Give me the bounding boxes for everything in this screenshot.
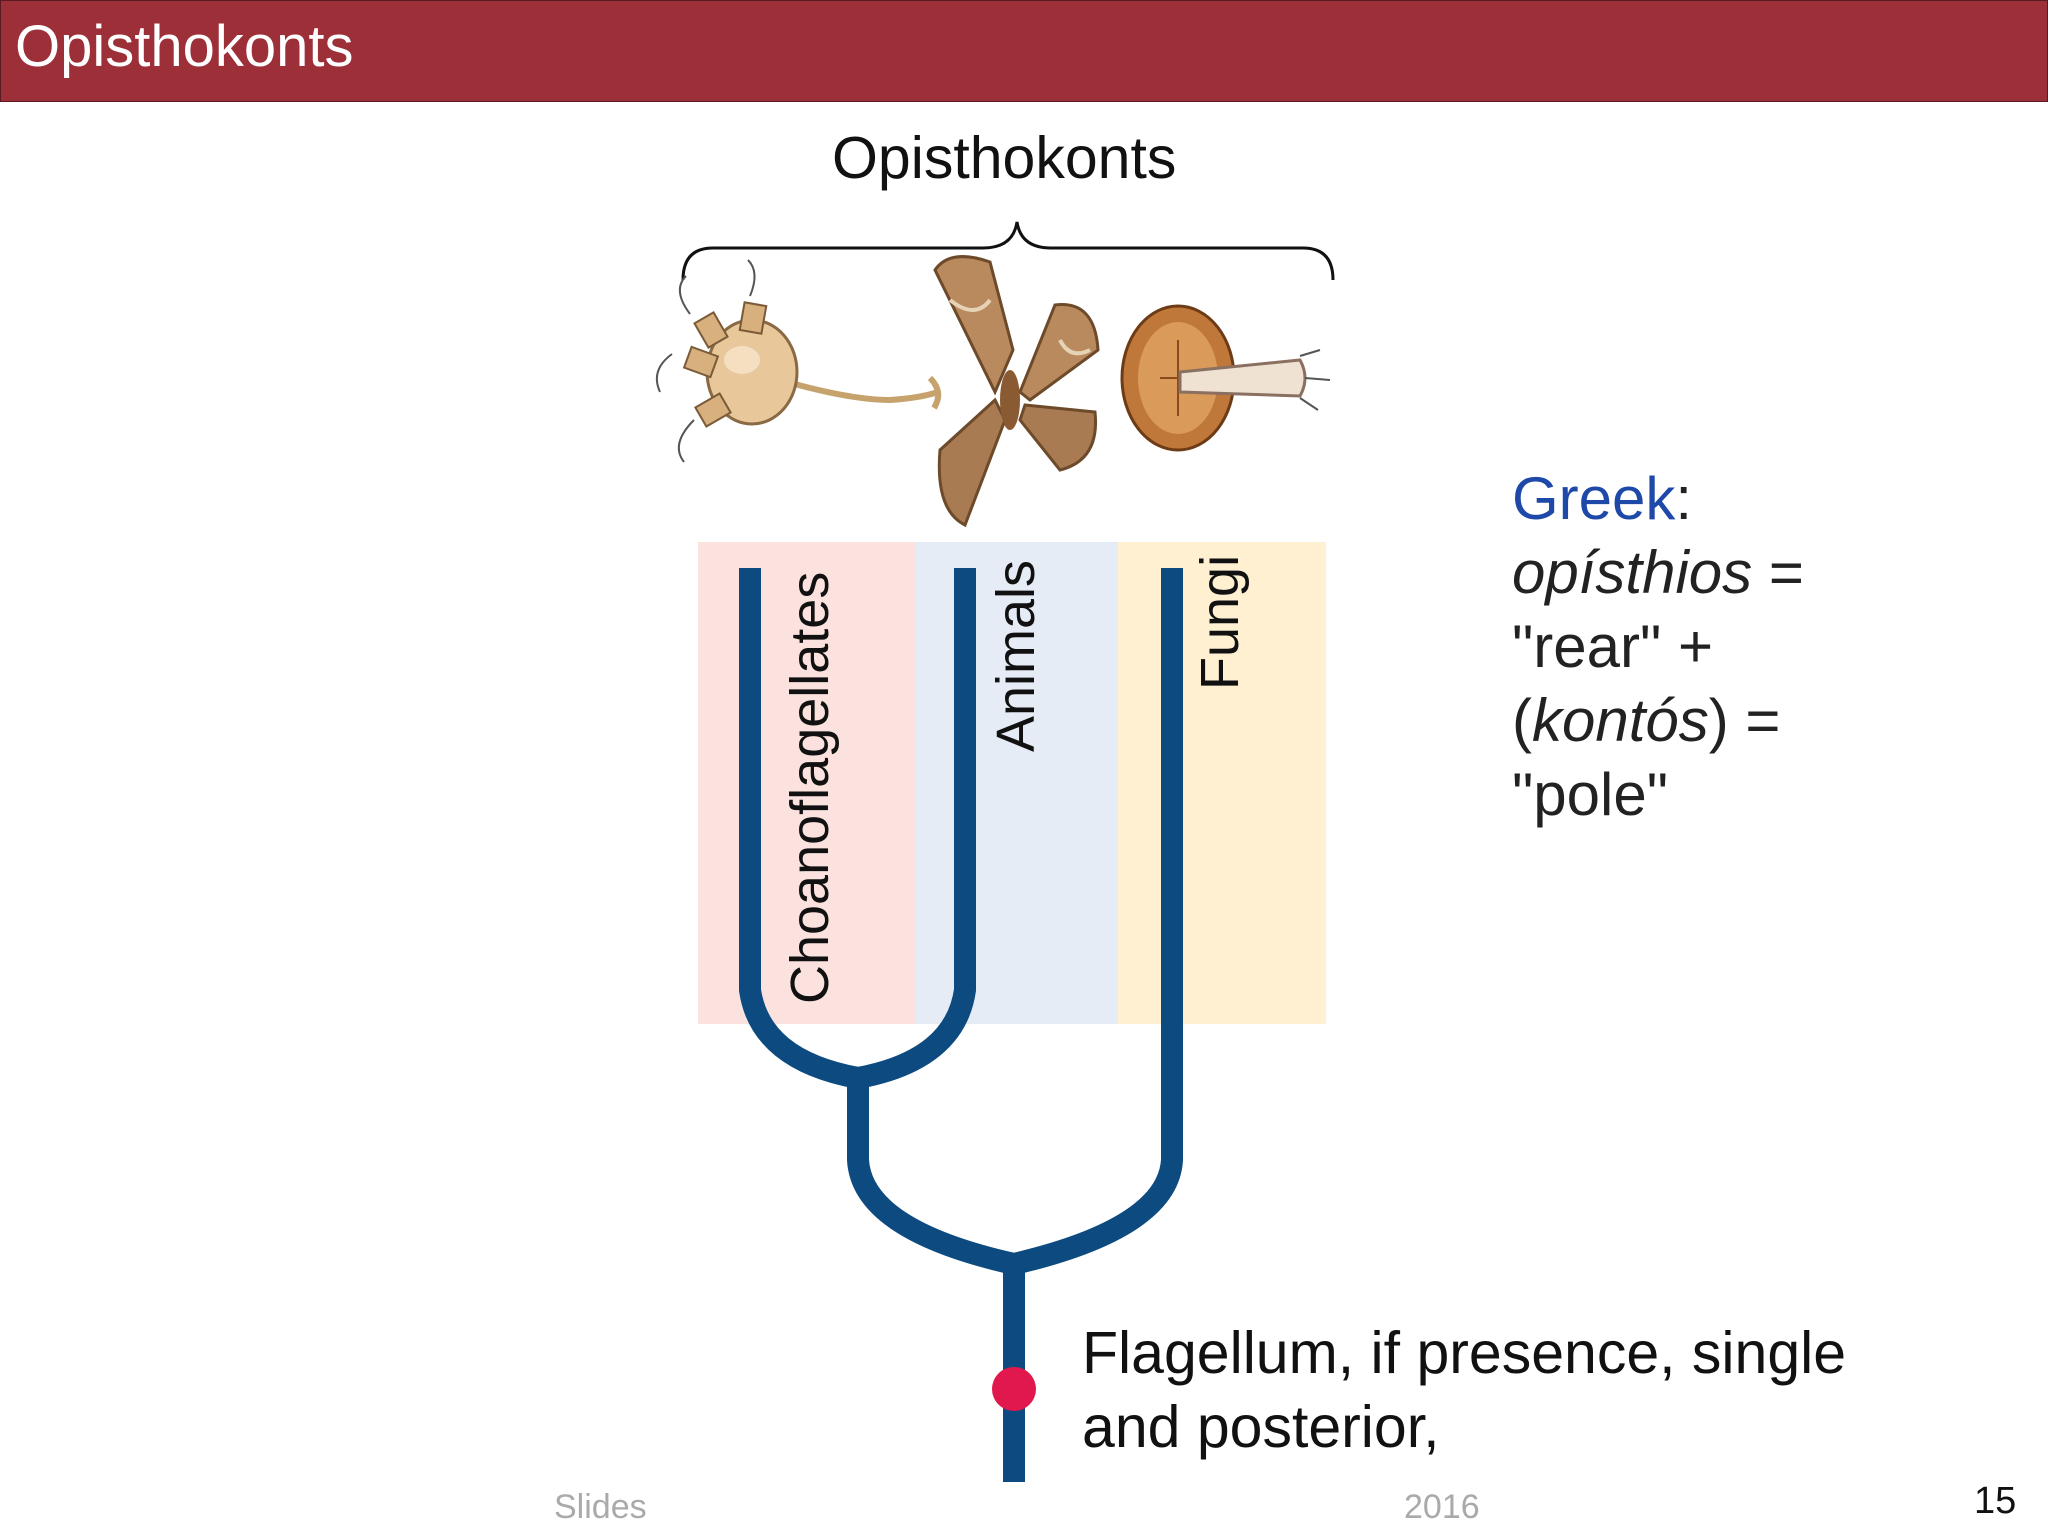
band-animals (916, 542, 1118, 1024)
footer-right: 2016 (1404, 1488, 1480, 1526)
mushroom-illustration (1120, 304, 1331, 452)
page-number: 15 (1974, 1480, 2017, 1522)
language-label: Greek (1512, 465, 1676, 532)
branch-fungi (1011, 568, 1183, 1275)
etymology-line-3: "rear" + (1512, 613, 1714, 680)
choanoflagellate-illustration (656, 259, 942, 463)
language-colon: : (1675, 465, 1693, 532)
title-bar: Opisthokonts (0, 0, 2048, 102)
branch-choanoflagellates (739, 568, 861, 1089)
feature-line-2: and posterior, (1082, 1394, 1440, 1460)
paren-close: ) (1708, 687, 1729, 754)
etymology-note: Greek: opísthios = "rear" + (kontós) = "… (1512, 462, 1804, 832)
diagram-title: Opisthokonts (832, 125, 1177, 191)
etymology-line-4: (kontós) = (1512, 684, 1804, 758)
footer-left: Slides (554, 1488, 647, 1526)
slide-title: Opisthokonts (15, 14, 354, 79)
phylogenetic-tree (739, 568, 1183, 1482)
feature-line-1: Flagellum, if presence, single (1082, 1320, 1847, 1386)
flagellum-feature-marker (992, 1367, 1036, 1411)
etymology-line-1: Greek: (1512, 462, 1804, 536)
paren-open: ( (1512, 687, 1532, 754)
branch-animals (855, 568, 976, 1089)
band-choanoflagellates (698, 542, 916, 1024)
label-fungi: Fungi (1190, 555, 1250, 690)
greek-word-1: opísthios (1512, 539, 1753, 606)
label-choanoflagellates: Choanoflagellates (780, 572, 840, 1004)
etymology-line-5: "pole" (1512, 761, 1669, 828)
greek-word-2: kontós (1531, 687, 1709, 754)
moth-illustration (933, 255, 1100, 528)
label-animals: Animals (986, 560, 1046, 752)
equals-1: = (1752, 539, 1804, 606)
feature-description: Flagellum, if presence, single and poste… (1082, 1316, 1962, 1464)
etymology-line-2: opísthios = (1512, 536, 1804, 610)
equals-2: = (1728, 687, 1781, 754)
clade-bracket (681, 221, 1335, 281)
band-fungi (1118, 542, 1326, 1024)
branch-choano-animal-stem (847, 1076, 1017, 1275)
